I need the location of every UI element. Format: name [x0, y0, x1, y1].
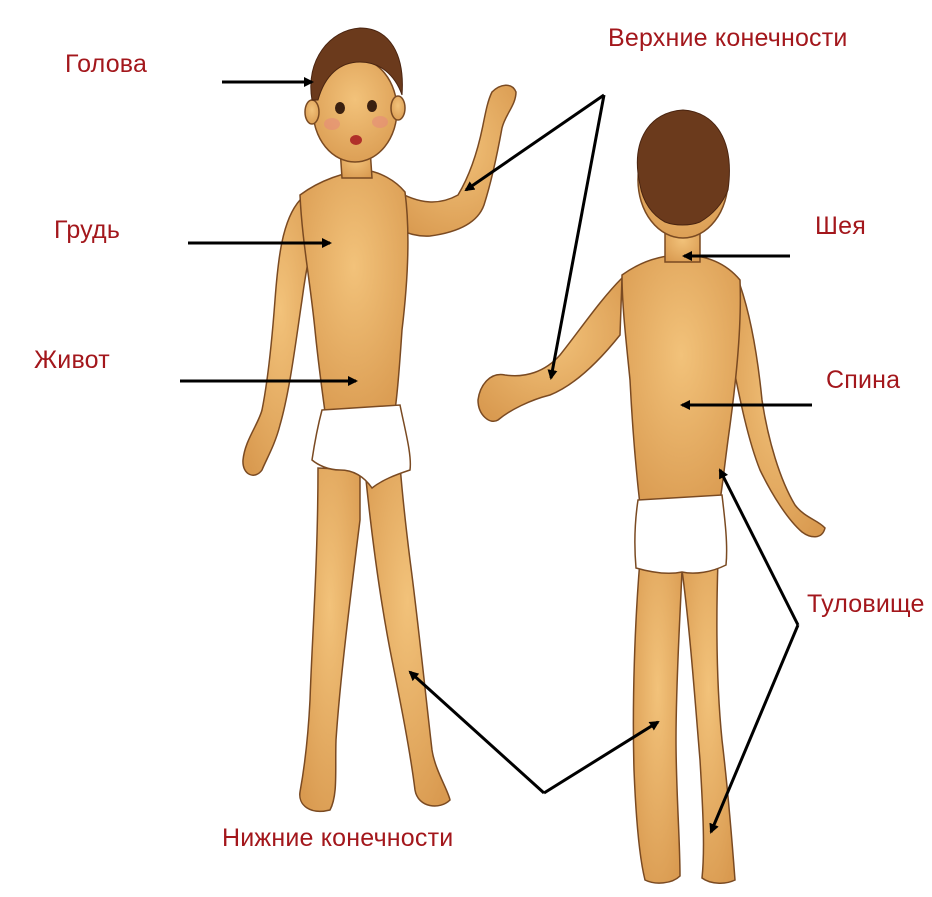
label-lower-limbs: Нижние конечности: [222, 826, 453, 851]
back-right-leg: [682, 560, 735, 883]
label-belly: Живот: [34, 348, 110, 373]
front-ear-right: [391, 96, 405, 120]
label-back: Спина: [826, 368, 900, 393]
back-torso: [622, 255, 740, 505]
back-right-arm: [732, 285, 825, 537]
label-torso: Туловище: [807, 592, 925, 617]
label-head: Голова: [65, 52, 147, 77]
front-right-arm: [395, 85, 516, 236]
label-neck: Шея: [815, 214, 866, 239]
front-torso: [300, 170, 408, 412]
front-ear-left: [305, 100, 319, 124]
label-upper-limbs: Верхние конечности: [608, 26, 848, 51]
torso-arrow-2: [711, 625, 798, 832]
back-hair: [637, 110, 729, 225]
back-left-arm: [478, 278, 622, 421]
front-left-leg: [300, 468, 360, 811]
front-right-leg: [365, 465, 450, 806]
label-chest: Грудь: [54, 218, 120, 243]
back-underwear: [635, 495, 727, 573]
